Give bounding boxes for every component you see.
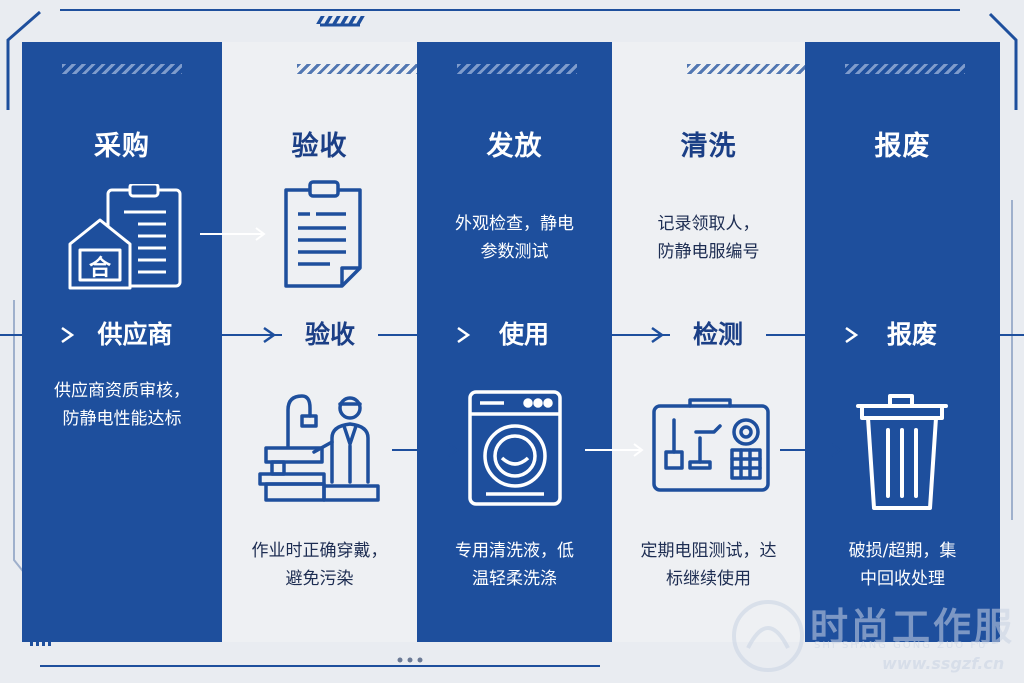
stage-label: 使用 <box>476 317 572 353</box>
acceptance-document-icon <box>284 180 362 288</box>
hatch-decoration <box>457 64 577 74</box>
column-title: 发放 <box>486 131 543 162</box>
column-bottom-description: 定期电阻测试，达 标继续使用 <box>640 541 777 589</box>
worker-washing-icon <box>258 394 380 502</box>
column-title: 验收 <box>291 131 348 162</box>
flow-arrowhead <box>651 326 665 344</box>
hatch-decoration <box>297 64 417 74</box>
hatch-decoration <box>62 64 182 74</box>
flow-arrowhead <box>263 326 277 344</box>
flow-arrowhead <box>845 326 859 344</box>
stage-label: 报废 <box>864 317 960 353</box>
column-top-description: 记录领取人， 防静电服编号 <box>657 214 760 262</box>
column-top-description: 外观检查，静电 参数测试 <box>455 214 574 262</box>
procurement-contract-icon: 合 <box>68 184 182 290</box>
column-title: 清洗 <box>680 131 737 162</box>
watermark-url: www.ssgzf.cn <box>882 654 1005 673</box>
flow-arrowhead <box>457 326 471 344</box>
watermark-pinyin: SHI SHANG GONG ZUO FU <box>814 640 988 651</box>
svg-text:合: 合 <box>89 255 112 281</box>
stage-label: 验收 <box>282 317 378 353</box>
flow-arrowhead <box>61 326 75 344</box>
column-bottom-description: 供应商资质审核， 防静电性能达标 <box>54 381 190 429</box>
watermark-name: 时尚工作服 <box>810 605 1016 649</box>
hatch-decoration <box>845 64 965 74</box>
column-bottom-description: 作业时正确穿戴， 避免污染 <box>251 541 388 589</box>
column-bottom-description: 专用清洗液，低 温轻柔洗涤 <box>455 541 574 589</box>
column-bottom-description: 破损/超期，集 中回收处理 <box>848 541 957 589</box>
washing-machine-icon <box>468 390 562 506</box>
stage-label: 供应商 <box>80 317 190 353</box>
stage-label: 检测 <box>670 317 766 353</box>
column-title: 采购 <box>94 131 150 162</box>
watermark: 时尚工作服 SHI SHANG GONG ZUO FU www.ssgzf.cn <box>722 594 1022 678</box>
column-cleaning: 清洗 记录领取人， 防静电服编号 定期电阻测试，达 标继续使用 <box>612 42 807 642</box>
watermark-logo-icon <box>732 600 804 672</box>
trash-bin-icon <box>856 394 948 510</box>
resistance-tester-icon <box>652 398 770 492</box>
hatch-decoration <box>687 64 807 74</box>
column-title: 报废 <box>874 131 931 162</box>
